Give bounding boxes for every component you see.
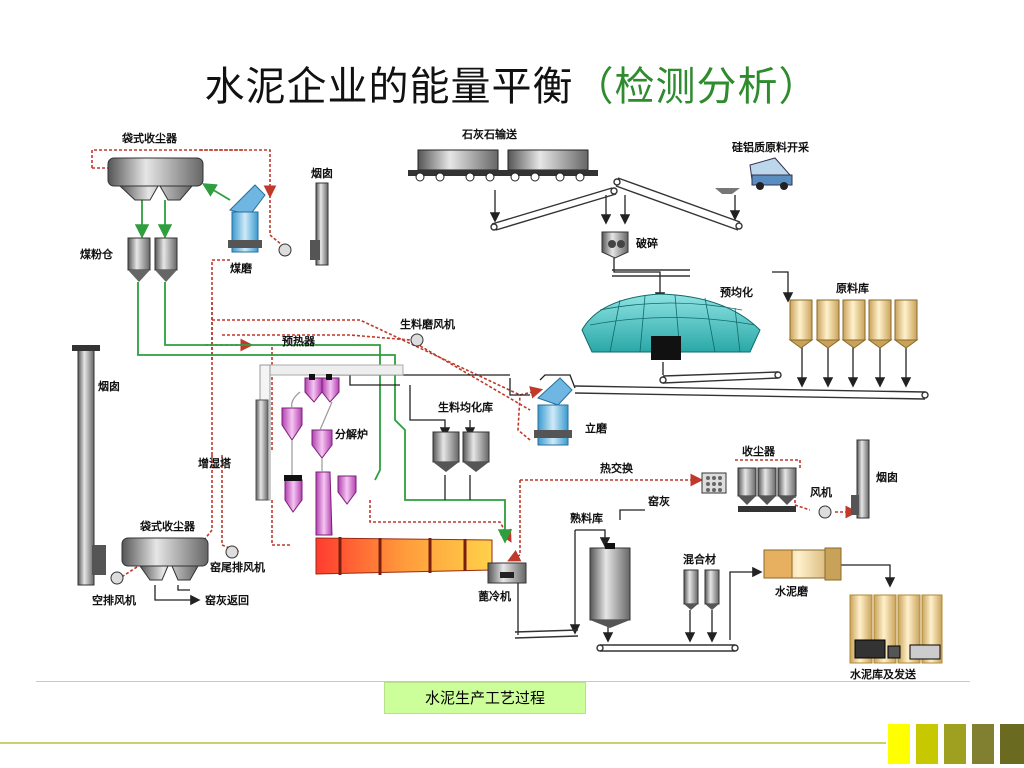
label-coal-bin: 煤粉仓 xyxy=(80,247,114,261)
label-preheater: 预热器 xyxy=(282,334,316,348)
label-heat-exchange: 热交换 xyxy=(600,461,634,475)
diagram-caption: 水泥生产工艺过程 xyxy=(384,682,586,714)
chimney-top xyxy=(310,182,329,266)
footer-square-1 xyxy=(888,724,910,764)
label-clinker-store: 熟料库 xyxy=(570,511,603,525)
label-cement-store: 水泥库及发送 xyxy=(850,667,917,680)
dust-collector-right xyxy=(737,467,797,512)
page-title: 水泥企业的能量平衡（检测分析） xyxy=(0,54,1024,112)
conveyor-crusher xyxy=(612,269,690,277)
label-air-exhaust-fan: 空排风机 xyxy=(92,593,136,607)
clinker-silo xyxy=(589,543,631,628)
label-kiln-ash-return: 窑灰返回 xyxy=(205,593,249,607)
label-dust-collector: 收尘器 xyxy=(742,444,776,458)
label-calciner: 分解炉 xyxy=(335,427,368,441)
footer-line xyxy=(0,742,886,744)
right-fan xyxy=(818,505,832,519)
title-main: 水泥企业的能量平衡 xyxy=(204,64,574,110)
rotary-kiln xyxy=(315,537,493,575)
admixture-silos xyxy=(683,569,720,610)
raw-homogenization-silos xyxy=(432,431,490,472)
label-humid-tower: 增湿塔 xyxy=(198,456,232,470)
kiln-tail-fan xyxy=(225,545,239,559)
raw-mill-fan xyxy=(410,333,424,347)
pre-homogenization-dome xyxy=(581,293,761,360)
label-chimney-right: 烟囱 xyxy=(876,470,898,484)
footer-square-4 xyxy=(972,724,994,764)
label-kiln-tail-fan: 窑尾排风机 xyxy=(210,560,265,574)
label-coal-mill: 煤磨 xyxy=(230,261,253,275)
label-limestone-convey: 石灰石输送 xyxy=(461,127,518,141)
process-diagram: 袋式收尘器 烟囱 煤粉仓 煤磨 烟囱 石灰石输送 硅铝质原料开采 破碎 预均化 … xyxy=(72,127,943,680)
label-raw-store: 原料库 xyxy=(836,281,869,295)
label-bag-dust-bottom: 袋式收尘器 xyxy=(139,519,196,533)
label-kiln-ash: 窑灰 xyxy=(648,494,670,508)
conveyors xyxy=(490,177,929,652)
red-flow-lines xyxy=(91,149,859,579)
label-raw-mill-fan: 生料磨风机 xyxy=(400,317,455,331)
preheater-tower xyxy=(259,364,404,536)
crusher xyxy=(601,231,629,259)
air-exhaust-fan xyxy=(110,571,124,585)
heat-exchanger xyxy=(701,472,727,494)
grate-cooler xyxy=(487,562,527,584)
diagram-labels: 袋式收尘器 烟囱 煤粉仓 煤磨 烟囱 石灰石输送 硅铝质原料开采 破碎 预均化 … xyxy=(80,127,917,680)
green-flow-lines xyxy=(134,183,513,544)
humidification-tower xyxy=(255,399,269,501)
raw-material-silos xyxy=(788,299,919,349)
conveyor-cement xyxy=(596,644,739,652)
bag-dust-collector-top xyxy=(107,157,204,201)
cement-storage-silos xyxy=(849,594,943,664)
title-sub: （检测分析） xyxy=(573,64,820,110)
label-silica-mining: 硅铝质原料开采 xyxy=(732,140,810,154)
conveyor-silica xyxy=(613,177,743,231)
cement-mill xyxy=(763,547,842,581)
label-crusher: 破碎 xyxy=(636,236,658,250)
vertical-mill xyxy=(534,377,573,446)
footer-square-2 xyxy=(916,724,938,764)
limestone-wagons xyxy=(408,149,598,182)
divider-line xyxy=(36,681,970,682)
coal-bins xyxy=(127,237,178,282)
mining-truck xyxy=(715,157,793,194)
label-cement-mill: 水泥磨 xyxy=(775,584,809,598)
label-bag-dust-top: 袋式收尘器 xyxy=(121,131,178,145)
conveyor-limestone xyxy=(490,187,618,231)
chimney-left xyxy=(72,345,106,586)
chimney-right xyxy=(851,439,870,519)
label-chimney-top: 烟囱 xyxy=(311,166,333,180)
label-chimney-left: 烟囱 xyxy=(98,379,120,393)
label-vertical-mill: 立磨 xyxy=(585,421,608,435)
coal-mill xyxy=(228,184,266,253)
footer-square-5 xyxy=(1000,724,1024,764)
bag-dust-collector-bottom xyxy=(121,537,209,581)
label-raw-homog: 生料均化库 xyxy=(438,400,493,414)
conveyor-raw xyxy=(574,385,929,400)
label-grate-cooler: 蓖冷机 xyxy=(478,589,511,603)
label-pre-homog: 预均化 xyxy=(720,285,753,299)
conveyor-clinker xyxy=(514,629,579,639)
conveyor-prehomog xyxy=(659,371,782,384)
label-fan: 风机 xyxy=(810,485,832,499)
coal-mill-fan xyxy=(278,243,292,257)
footer-square-3 xyxy=(944,724,966,764)
label-admixture: 混合材 xyxy=(683,552,716,566)
